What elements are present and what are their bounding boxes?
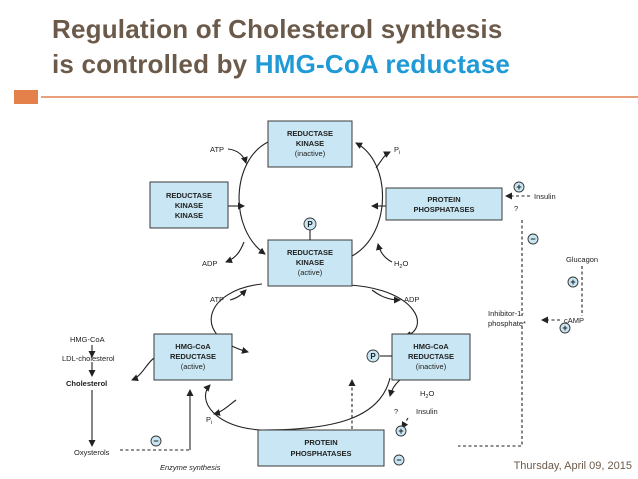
- title-line-2-prefix: is controlled by: [52, 49, 255, 79]
- reductase-cycle-right-arc: [349, 284, 418, 338]
- minus-sign-phosphatase: −: [527, 233, 539, 245]
- box-text: HMG-CoA: [413, 342, 449, 351]
- atp-mid-arrow: [229, 289, 247, 301]
- insulin-bottom-dash: [401, 417, 409, 429]
- slide-date: Thursday, April 09, 2015: [513, 460, 632, 472]
- inhibitor-label-1: Inhibitor-1-: [488, 309, 524, 318]
- box-reductase-kinase-inactive: REDUCTASE KINASE (inactive): [267, 120, 353, 168]
- box-protein-phosphatases-top: PROTEIN PHOSPHATASES: [385, 187, 503, 221]
- adp-top-label: ADP: [202, 259, 217, 268]
- glucagon-label: Glucagon: [566, 255, 598, 264]
- pi-top-label: Pi: [394, 145, 400, 156]
- box-text: (inactive): [416, 362, 447, 371]
- box-text: REDUCTASE: [287, 248, 333, 257]
- minus-sign-oxysterols: −: [150, 435, 162, 447]
- slide-title: Regulation of Cholesterol synthesis is c…: [52, 12, 632, 82]
- phosphate-symbol: P: [307, 220, 313, 229]
- plus-sign-insulin-bottom: +: [395, 425, 407, 437]
- h2o-bottom-label: H2O: [420, 389, 434, 400]
- box-text: HMG-CoA: [175, 342, 211, 351]
- box-text: KINASE: [296, 139, 324, 148]
- ldl-label: LDL-cholesterol: [62, 354, 115, 363]
- kinase-cycle-right-arc: [351, 142, 383, 257]
- inhibitor-label-2: phosphate*: [488, 319, 526, 328]
- pi-bottom-arrow: [213, 399, 237, 416]
- box-text: PROTEIN: [304, 438, 337, 447]
- box-hmgcoa-reductase-active: HMG-CoA REDUCTASE (active): [153, 333, 233, 381]
- phosphate-badge-kinase: P: [303, 217, 317, 240]
- box-text: KINASE: [175, 201, 203, 210]
- box-text: (active): [181, 362, 206, 371]
- svg-text:+: +: [570, 277, 575, 287]
- box-hmgcoa-reductase-inactive: HMG-CoA REDUCTASE (inactive): [391, 333, 471, 381]
- adp-mid-label: ADP: [404, 295, 419, 304]
- h2o-top-label: H2O: [394, 259, 408, 270]
- box-text: REDUCTASE: [166, 191, 212, 200]
- atp-mid-label: ATP: [210, 295, 224, 304]
- box-reductase-kinase-active: REDUCTASE KINASE (active): [267, 239, 353, 287]
- atp-top-arrow: [227, 148, 248, 164]
- h2o-top-arrow: [376, 243, 393, 263]
- box-text: REDUCTASE: [170, 352, 216, 361]
- atp-top-label: ATP: [210, 145, 224, 154]
- box-text: (active): [298, 268, 323, 277]
- box-text: KINASE: [175, 211, 203, 220]
- title-line-2: is controlled by HMG-CoA reductase: [52, 47, 632, 82]
- inhibitor-down-dash: [458, 326, 523, 447]
- enzyme-to-cholesterol-arrow: [131, 357, 155, 382]
- adp-mid-arrow: [371, 289, 401, 304]
- phosphate-symbol: P: [370, 352, 376, 361]
- svg-text:−: −: [530, 234, 535, 244]
- svg-text:+: +: [398, 426, 403, 436]
- insulin-bottom-label: Insulin: [416, 407, 438, 416]
- title-line-1: Regulation of Cholesterol synthesis: [52, 14, 503, 44]
- box-text: REDUCTASE: [287, 129, 333, 138]
- box-protein-phosphatases-bottom: PROTEIN PHOSPHATASES: [257, 429, 385, 467]
- svg-text:−: −: [396, 455, 401, 465]
- pi-bottom-label: Pi: [206, 415, 212, 426]
- kinase-cycle-left-arc: [238, 141, 269, 255]
- svg-text:+: +: [562, 323, 567, 333]
- title-accent-block: [14, 90, 38, 104]
- pi-top-arrow: [375, 151, 391, 169]
- phosphate-badge-reductase: P: [366, 349, 392, 363]
- box-text: KINASE: [296, 258, 324, 267]
- box-text: PHOSPHATASES: [414, 205, 475, 214]
- oxysterols-label: Oxysterols: [74, 448, 110, 457]
- minus-sign-inhibitor: −: [393, 454, 405, 466]
- title-highlight: HMG-CoA reductase: [254, 49, 511, 79]
- box-text: PHOSPHATASES: [291, 449, 352, 458]
- title-divider: [41, 96, 638, 98]
- camp-label: cAMP: [564, 316, 584, 325]
- insulin-top-label: Insulin: [534, 192, 556, 201]
- enzyme-synthesis-label: Enzyme synthesis: [160, 463, 221, 472]
- plus-sign-glucagon: +: [567, 276, 579, 288]
- hmgcoa-label: HMG-CoA: [70, 335, 105, 344]
- adp-top-arrow: [225, 241, 245, 264]
- cholesterol-label: Cholesterol: [66, 379, 107, 388]
- box-reductase-kinase-kinase: REDUCTASE KINASE KINASE: [149, 181, 229, 229]
- box-text: REDUCTASE: [408, 352, 454, 361]
- plus-sign-camp: +: [559, 322, 571, 334]
- svg-text:+: +: [516, 182, 521, 192]
- box-text: (inactive): [295, 149, 326, 158]
- unknown-bottom-label: ?: [394, 407, 398, 416]
- plus-sign-insulin-top: +: [513, 181, 525, 193]
- reductase-cycle-bottom-arc: [203, 377, 391, 431]
- unknown-top-label: ?: [514, 204, 518, 213]
- svg-text:−: −: [153, 436, 158, 446]
- box-text: PROTEIN: [427, 195, 460, 204]
